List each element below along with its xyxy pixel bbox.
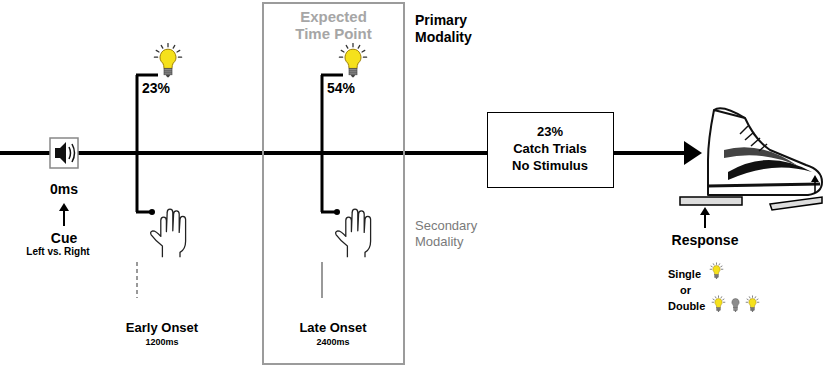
response-option-label: Single [668,268,708,281]
cue-side-label: Left vs. Right [13,246,103,258]
shoe-illustration [728,160,812,180]
time-label: 1200ms [132,337,192,348]
response-option-label: Double [668,300,710,313]
light-bulb-icon [746,296,759,312]
early-branch [136,75,158,298]
foot-pedal [811,175,819,182]
early-branch [136,74,158,77]
light-bulb-icon [339,44,366,78]
shoe-illustration [745,132,754,140]
shoe-illustration [740,126,767,151]
cue-arrow [59,203,69,226]
hand-icon [151,209,186,257]
shoe-illustration [708,108,822,195]
node-text: 23% [505,124,595,141]
probability-label: 23% [142,80,187,97]
event-label: Cue [39,230,89,247]
node-text: Catch Trials No Stimulus [505,141,595,175]
light-bulb-icon [710,263,723,279]
response-label: Response [660,232,750,249]
response-arrow [704,214,706,228]
timeline-arrow [684,141,702,165]
shoe-illustration [759,144,767,151]
foot-pedal [770,197,822,210]
foot-pedal [680,175,822,210]
late-branch [321,74,343,77]
response-arrow [700,207,710,215]
modality-label: Primary Modality [415,12,500,46]
shoe-illustration [714,108,745,118]
hand-icon [336,209,371,257]
speaker-icon [50,138,78,168]
onset-label: Late Onset [283,320,383,336]
late-branch [321,75,324,212]
probability-label: 54% [327,80,372,97]
touch-dot [149,209,155,215]
speaker-icon [50,138,78,168]
touch-dot [334,209,340,215]
shoe-illustration [751,138,760,146]
time-label: 0ms [34,181,94,198]
expected-time-window: Expected Time Point [262,2,405,365]
modality-label: Secondary Modality [415,218,500,249]
catch-trial-box: 23%Catch Trials No Stimulus [487,112,614,188]
response-arrow [700,207,710,228]
dark-bulb-icon [732,299,739,312]
early-branch [136,262,138,298]
light-bulb-icon [154,44,181,78]
response-option-label: or [680,284,700,297]
shoe-illustration [708,110,822,195]
late-branch [321,75,343,298]
speaker-icon [72,144,75,162]
node-text: Expected Time Point [284,8,384,42]
speaker-icon [55,142,66,164]
onset-label: Early Onset [112,320,212,336]
time-label: 2400ms [303,337,363,348]
shoe-illustration [740,126,748,134]
late-branch [321,262,323,298]
speaker-icon [69,147,71,159]
cue-arrow [59,203,69,211]
shoe-illustration [708,184,820,186]
light-bulb-icon [712,296,725,312]
cue-arrow [63,210,65,226]
early-branch [136,75,139,212]
foot-pedal [680,197,742,205]
